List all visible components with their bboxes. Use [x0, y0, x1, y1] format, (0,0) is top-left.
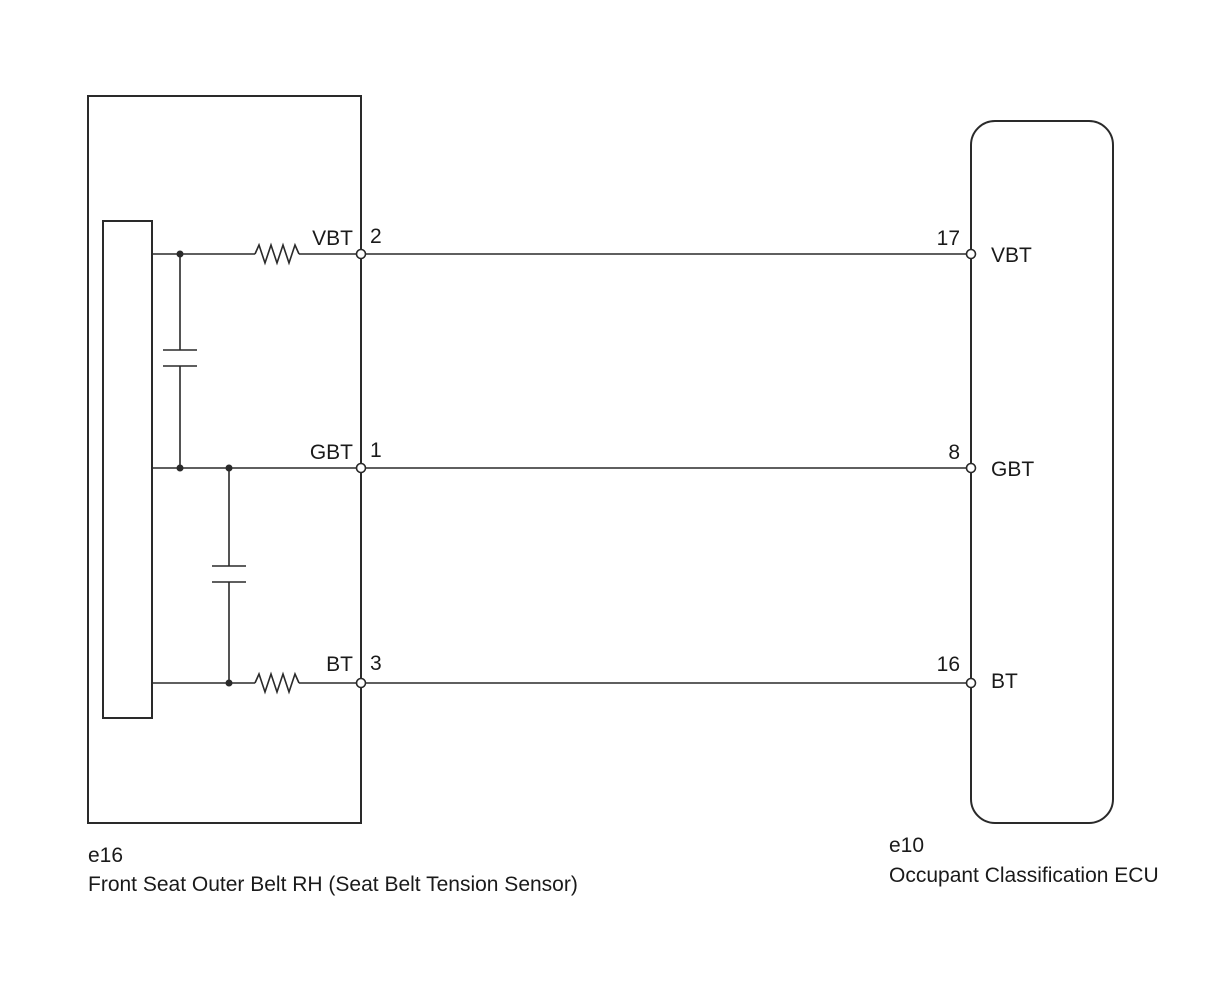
- terminal-left-vbt: [355, 248, 367, 260]
- left-component-box: [87, 95, 362, 824]
- bt-resistor: [254, 671, 300, 695]
- right-pin-vbt: 17: [937, 227, 960, 250]
- sensor-element: [102, 220, 153, 719]
- left-pin-gbt: 1: [370, 439, 382, 462]
- left-connector-id: e16: [88, 844, 123, 867]
- left-component-name: Front Seat Outer Belt RH (Seat Belt Tens…: [88, 873, 578, 896]
- right-signal-gbt: GBT: [991, 458, 1034, 481]
- gbt-junction-node-1: [176, 464, 184, 472]
- left-signal-gbt: GBT: [310, 441, 353, 464]
- left-pin-bt: 3: [370, 652, 382, 675]
- terminal-left-bt: [355, 677, 367, 689]
- terminal-left-gbt: [355, 462, 367, 474]
- left-pin-vbt: 2: [370, 225, 382, 248]
- right-pin-gbt: 8: [948, 441, 960, 464]
- bt-junction-node: [225, 679, 233, 687]
- right-signal-vbt: VBT: [991, 244, 1032, 267]
- right-component-name: Occupant Classification ECU: [889, 864, 1159, 887]
- vbt-resistor: [254, 242, 300, 266]
- terminal-right-gbt: [965, 462, 977, 474]
- terminal-right-bt: [965, 677, 977, 689]
- left-signal-bt: BT: [326, 653, 353, 676]
- right-pin-bt: 16: [937, 653, 960, 676]
- terminal-right-vbt: [965, 248, 977, 260]
- right-signal-bt: BT: [991, 670, 1018, 693]
- right-connector-id: e10: [889, 834, 924, 857]
- left-signal-vbt: VBT: [312, 227, 353, 250]
